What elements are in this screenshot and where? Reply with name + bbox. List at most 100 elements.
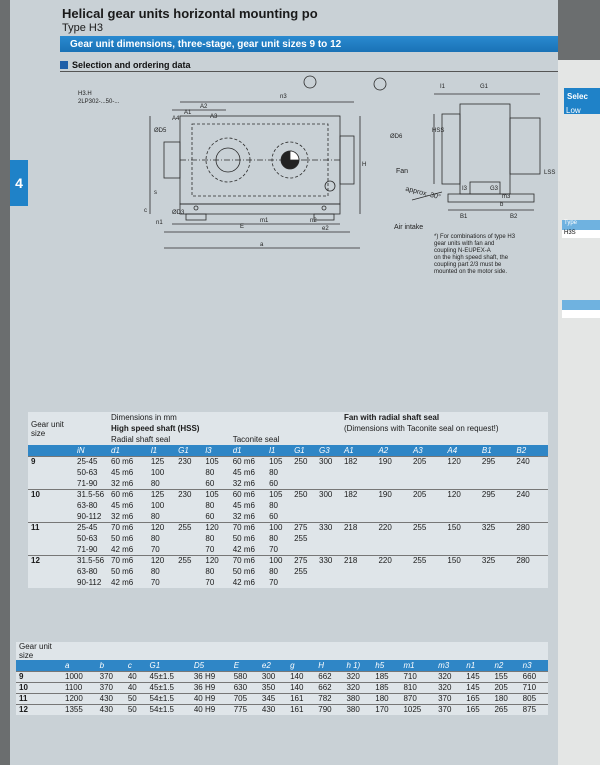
dim-label: b	[500, 202, 504, 208]
table-cell	[28, 544, 74, 555]
table-cell: 80	[269, 468, 279, 477]
table-cell: 155	[491, 670, 520, 682]
table-cell: 32 m6	[232, 511, 255, 521]
table-cell: 40 H9	[190, 703, 231, 715]
table-cell	[410, 533, 444, 544]
dim-label: LSS	[544, 170, 555, 176]
table-cell: 42 m6	[232, 544, 255, 554]
square-bullet-icon	[60, 61, 68, 69]
table-cell	[444, 544, 478, 555]
table-cell: 370	[96, 681, 125, 693]
table-cell: 150	[444, 521, 479, 533]
table-cell: 71-90	[77, 478, 98, 488]
air-intake-label: Air intake	[394, 224, 424, 231]
table-cell: 255	[175, 521, 203, 533]
table-cell: 325	[478, 521, 514, 533]
table-cell: 205	[409, 488, 445, 500]
dim-label: ØD3	[172, 210, 185, 216]
table-cell: 255	[294, 534, 308, 543]
table-header-cell: n2	[491, 660, 520, 671]
table-cell	[28, 533, 74, 544]
table-cell	[513, 511, 548, 522]
table-cell	[28, 478, 74, 489]
table-cell: 80	[269, 567, 279, 576]
table-cell: 380	[343, 703, 373, 715]
table-cell: 42 m6	[111, 578, 134, 587]
dim-label: A4	[172, 116, 180, 122]
table-cell: 218	[340, 554, 376, 566]
table-cell: 120	[444, 488, 479, 500]
table-cell	[175, 533, 202, 544]
table-cell	[375, 467, 409, 478]
table-cell: 50	[124, 703, 147, 715]
table-cell: 40	[124, 670, 147, 682]
dim-label: n3	[280, 94, 287, 100]
table-cell: 240	[513, 455, 548, 467]
radial-caption: Radial shaft seal	[111, 435, 171, 444]
table-header-cell: G1	[146, 660, 191, 671]
footnote: *) For combinations of type H3 gear unit…	[434, 234, 516, 275]
table-header-cell: G1	[175, 445, 203, 456]
table-cell: 70	[205, 578, 215, 587]
table-header-cell: b	[96, 660, 125, 671]
table-cell: 11	[28, 521, 74, 533]
table-cell	[316, 533, 341, 544]
table-cell: 105	[202, 455, 230, 467]
gear-drawing-svg: n3 A2 A1 A4 ØD5 ØD6 ØD3 G1 G3 I1 I3 LSS …	[144, 75, 555, 249]
table-cell: 105	[266, 488, 292, 500]
table-cell: 710	[519, 681, 548, 693]
table-cell: 150	[444, 554, 479, 566]
table-header-cell: h5	[372, 660, 401, 671]
dim-label: s	[154, 190, 157, 196]
table-cell: 60 m6	[108, 455, 148, 467]
adjacent-type: Type	[562, 220, 600, 230]
table-cell	[341, 577, 375, 588]
dim-label: HSS	[432, 128, 444, 134]
table-cell	[479, 533, 513, 544]
table-cell: 190	[375, 488, 410, 500]
dim-label: m3	[502, 194, 511, 200]
table-cell: 36 H9	[190, 681, 231, 693]
table-cell	[341, 467, 375, 478]
fan-caption: Fan with radial shaft seal	[343, 413, 440, 422]
table-cell	[341, 544, 375, 555]
table-header-cell: l1	[147, 445, 176, 456]
table-cell	[28, 577, 74, 588]
table-cell: 810	[400, 681, 436, 693]
table-cell: 182	[340, 455, 376, 467]
table-cell	[28, 467, 74, 478]
table-cell: 12	[28, 554, 74, 566]
table-cell: 100	[150, 501, 165, 510]
table-header-cell: h 1)	[343, 660, 373, 671]
table-cell	[341, 533, 375, 544]
table-cell: 230	[175, 455, 203, 467]
selection-heading: Selection and ordering data	[60, 60, 558, 72]
table-header-cell: c	[124, 660, 147, 671]
table-cell: 70 m6	[229, 521, 267, 533]
table-cell	[410, 544, 444, 555]
table-cell: 90-112	[77, 578, 102, 587]
table-cell: 31.5-56	[74, 554, 108, 566]
table-cell	[513, 577, 548, 588]
table-cell: 70	[205, 544, 215, 554]
table-cell: 1025	[400, 703, 436, 715]
table-cell	[375, 478, 409, 489]
table-cell: 40	[124, 681, 147, 693]
table-cell: 220	[375, 554, 410, 566]
table-cell: 60	[205, 511, 215, 521]
table-cell	[316, 500, 341, 511]
table-cell: 190	[375, 455, 410, 467]
table-cell: 330	[316, 521, 341, 533]
table-cell: 120	[202, 554, 230, 566]
table-cell: 50 m6	[111, 567, 134, 576]
table-cell	[410, 511, 444, 522]
table-cell	[444, 500, 478, 511]
table-cell: 45±1.5	[146, 681, 191, 693]
table-cell: 60	[269, 511, 279, 521]
table-cell: 100	[266, 554, 292, 566]
table-cell: 60 m6	[229, 455, 267, 467]
table-cell	[479, 478, 513, 489]
